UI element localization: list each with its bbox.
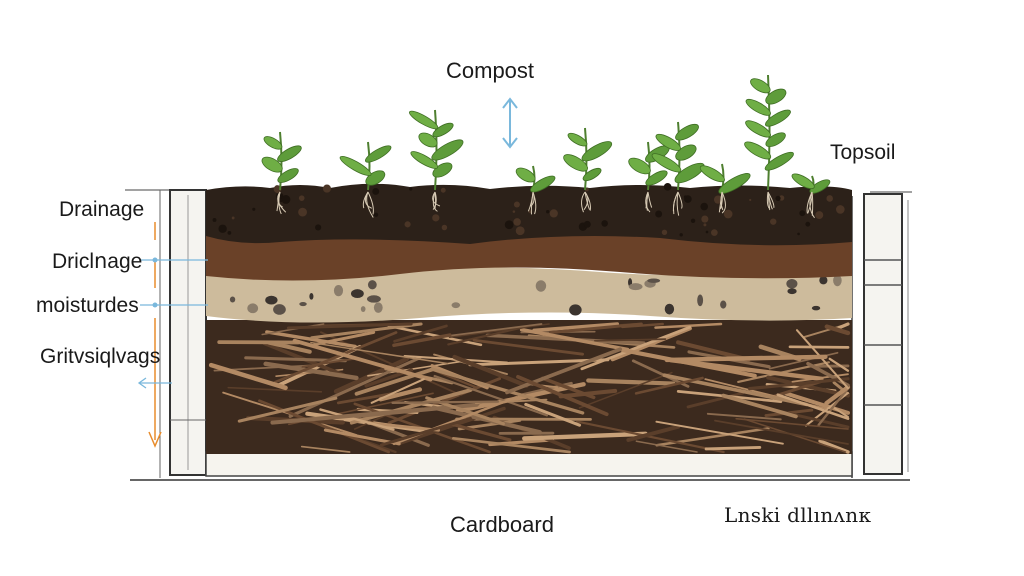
seedling-icon — [651, 121, 705, 216]
cardboard-base — [205, 451, 853, 477]
down-arrow-icon — [148, 431, 162, 448]
label-topsoil: Topsoil — [830, 141, 896, 164]
right-post — [851, 193, 909, 478]
sand-layer — [206, 267, 852, 323]
seedling-icon — [791, 173, 831, 219]
seedling-icon — [744, 74, 794, 211]
label-compost: Compost — [446, 58, 535, 83]
label-cardboard: Cardboard — [450, 512, 554, 537]
left-post — [159, 189, 207, 478]
seedling-icon — [563, 127, 613, 213]
label-inside: Lnski dllıոʌոк — [724, 503, 872, 527]
label-grit: Gritvsiqlvags — [40, 345, 161, 368]
compost-layer — [206, 232, 852, 281]
seedling-icon — [339, 141, 392, 218]
seedling-icon — [699, 163, 751, 214]
branches-layer — [206, 320, 852, 454]
left-annotations — [137, 222, 208, 448]
label-driclnage: Driclոаge — [52, 250, 143, 273]
label-moisture: moisturdes — [36, 294, 139, 317]
double-arrow-icon — [502, 97, 518, 149]
seedling-icon — [261, 131, 302, 215]
seedling-icon — [409, 109, 464, 212]
label-drainage: Drainage — [59, 198, 145, 221]
seedling-icon — [628, 141, 670, 213]
seedling-icon — [515, 165, 556, 215]
